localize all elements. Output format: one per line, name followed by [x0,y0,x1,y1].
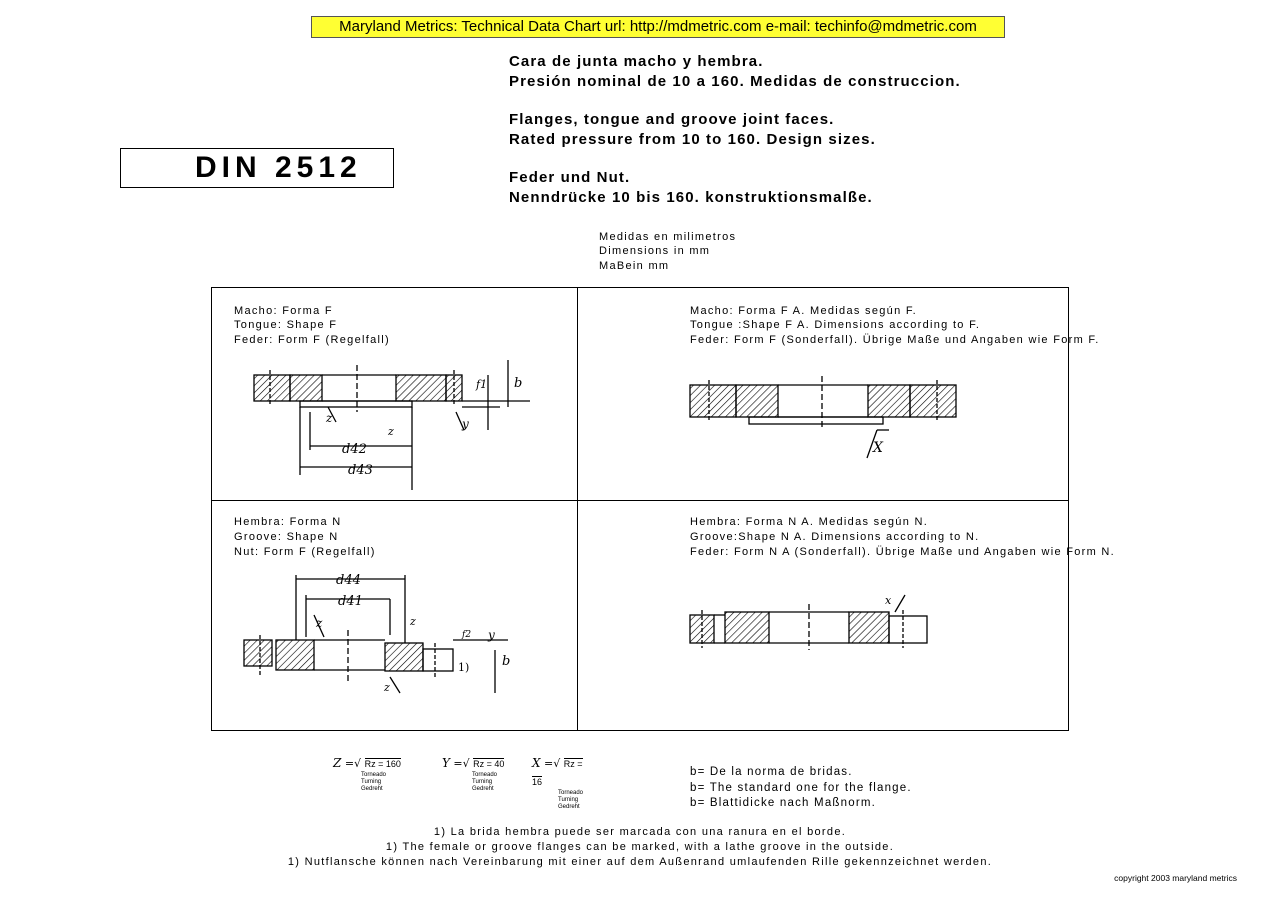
surface-symbol-z: Z =√ Rz = 160 Torneado Turning Gedreht [333,756,401,792]
label-b-2: b [502,654,510,669]
cell-tl-line-2: Tongue: Shape F [234,319,338,331]
label-d42: d42 [342,442,367,457]
cell-tl-line-1: Macho: Forma F [234,305,333,317]
label-d43: d43 [348,463,373,478]
surface-z-symbol: Z [333,756,342,770]
surface-y-t3: Gedreht [472,786,494,792]
surface-symbol-x: X =√ Rz = 16 Torneado Turning Gedreht [532,754,593,811]
cell-tl-line-3: Feder: Form F (Regelfall) [234,334,390,346]
grid-divider-horizontal [212,500,1068,501]
tongue-form-fa-drawing: X [689,376,957,459]
b-note-es: b= De la norma de bridas. [690,766,853,778]
label-z-5: z [383,681,390,694]
standard-title-box: DIN 2512 [120,148,394,188]
label-z-2: z [387,425,394,438]
cell-tr-line-3: Feder: Form F (Sonderfall). Übrige Maße … [690,334,1100,346]
surface-x-value: Rz = 16 [532,758,583,787]
surface-z-t3: Gedreht [361,786,383,792]
surface-z-t2: Turning [361,779,382,785]
surface-y-t2: Turning [472,779,493,785]
label-y-2: y [487,628,495,642]
units-es: Medidas en milimetros [599,231,737,243]
heading-en-1: Flanges, tongue and groove joint faces. [509,111,835,128]
heading-en-2: Rated pressure from 10 to 160. Design si… [509,131,876,148]
copyright: copyright 2003 maryland metrics [1114,873,1237,883]
heading-es-2: Presión nominal de 10 a 160. Medidas de … [509,73,961,90]
cell-br-line-3: Feder: Form N A (Sonderfall). Übrige Maß… [690,546,1116,558]
groove-form-n-drawing: d44 d41 z z y f2 b 1) z [243,573,510,694]
cell-bl-line-3: Nut: Form F (Regelfall) [234,546,376,558]
cell-br-line-1: Hembra: Forma N A. Medidas según N. [690,516,929,528]
drawing-grid [211,287,1069,731]
surface-x-t1: Torneado [558,790,584,796]
surface-y-value: Rz = 40 [473,758,505,769]
heading-de-2: Nenndrücke 10 bis 160. konstruktionsmalß… [509,189,873,206]
grid-divider-vertical [577,288,578,730]
footnote-es: 1) La brida hembra puede ser marcada con… [433,826,847,838]
surface-x-symbol: X [532,756,541,770]
footnote-en: 1) The female or groove flanges can be m… [385,841,895,853]
label-x-small: x [885,594,892,607]
label-b: b [514,376,522,391]
footnote-de: 1) Nutflansche können nach Vereinbarung … [287,856,993,868]
label-f1: f1 [475,378,487,391]
units-de: MaBein mm [599,260,670,272]
groove-form-na-drawing: x [689,594,928,650]
surface-y-t1: Torneado [472,772,498,778]
label-d44: d44 [336,573,361,588]
label-x: X [872,440,884,456]
label-z-4: z [409,615,416,628]
cell-tr-line-2: Tongue :Shape F A. Dimensions according … [690,319,981,331]
b-note-de: b= Blattidicke nach Maßnorm. [690,797,877,809]
surface-x-t3: Gedreht [558,804,580,810]
banner: Maryland Metrics: Technical Data Chart u… [311,16,1005,38]
surface-finish-legend: Z =√ Rz = 160 Torneado Turning Gedreht Y… [333,754,593,810]
units-en: Dimensions in mm [599,245,711,257]
label-y: y [461,417,469,431]
surface-z-t1: Torneado [361,772,387,778]
cell-bl-line-1: Hembra: Forma N [234,516,342,528]
label-z-3: z [315,616,323,630]
standard-title: DIN 2512 [195,151,362,184]
label-note-1: 1) [458,661,469,674]
surface-y-symbol: Y [442,756,450,770]
label-f2: f2 [461,630,471,640]
label-z-1: z [325,411,333,425]
cell-br-line-2: Groove:Shape N A. Dimensions according t… [690,531,980,543]
tongue-form-f-drawing: d42 d43 b f1 z z y [253,360,530,490]
surface-x-t2: Turning [558,797,579,803]
surface-symbol-y: Y =√ Rz = 40 Torneado Turning Gedreht [442,756,505,792]
surface-z-value: Rz = 160 [364,758,401,769]
heading-de-1: Feder und Nut. [509,169,631,186]
heading-es-1: Cara de junta macho y hembra. [509,53,764,70]
b-note-en: b= The standard one for the flange. [690,782,912,794]
cell-tr-line-1: Macho: Forma F A. Medidas según F. [690,305,917,317]
label-d41: d41 [338,594,363,609]
cell-bl-line-2: Groove: Shape N [234,531,339,543]
